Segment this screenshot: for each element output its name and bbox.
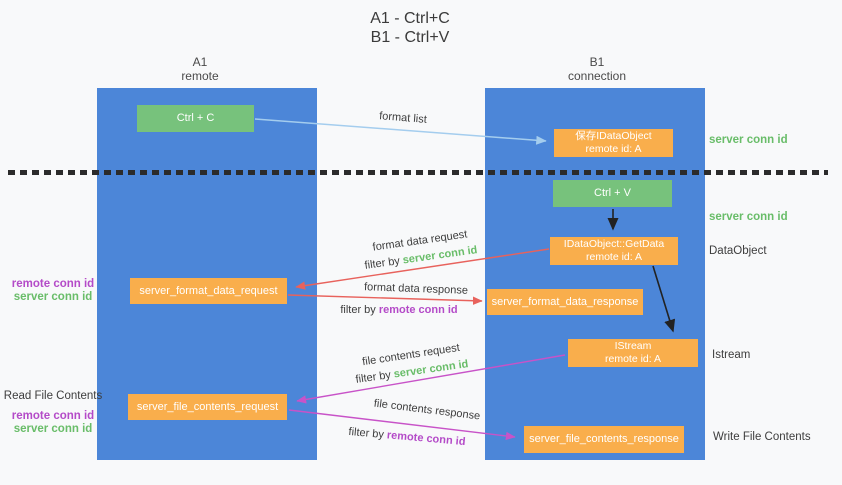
istream-line2: remote id: A (604, 353, 662, 365)
save-idataobject-line2: remote id: A (585, 143, 642, 155)
server-file-contents-response-label: server_file_contents_response (529, 433, 679, 445)
istream-side-label: Istream (712, 349, 751, 361)
format-list-arrow (254, 118, 547, 145)
node-server-file-contents-response: server_file_contents_response (524, 426, 684, 453)
server-format-data-request-label: server_format_data_request (139, 284, 278, 297)
file-contents-request-arrow (296, 354, 566, 404)
format-data-response-arrow (287, 294, 483, 305)
server-conn-id-right-top: server conn id (709, 134, 788, 146)
node-save-idataobject: 保存IDataObject remote id: A (554, 129, 673, 157)
server-conn-id-left-file: server conn id (13, 423, 93, 435)
server-file-contents-request-label: server_file_contents_request (136, 400, 279, 413)
node-server-file-contents-request: server_file_contents_request (128, 394, 287, 420)
remote-conn-id-key-1: remote conn id (378, 304, 458, 316)
save-idataobject-line1: 保存IDataObject (575, 130, 652, 142)
column-b1-subtitle: connection (567, 69, 627, 83)
format-conn-id-block: remote conn id server conn id (3, 278, 103, 304)
file-conn-id-block: remote conn id server conn id (3, 410, 103, 436)
dataobject-label: DataObject (709, 245, 767, 257)
remote-conn-id-left-format: remote conn id (11, 278, 95, 290)
server-conn-id-left-format: server conn id (13, 291, 93, 303)
file-contents-response-arrow (288, 409, 516, 441)
column-a1-subtitle: remote (181, 69, 219, 83)
node-ctrl-c: Ctrl + C (137, 105, 254, 132)
column-header-b1: B1 connection (537, 55, 657, 83)
ctrl-c-label: Ctrl + C (176, 112, 215, 124)
column-header-a1: A1 remote (140, 55, 260, 83)
ctrl-v-label: Ctrl + V (594, 187, 631, 199)
getdata-line1: IDataObject::GetData (563, 238, 665, 250)
server-format-data-response-label: server_format_data_response (491, 295, 639, 308)
title-line-2: B1 - Ctrl+V (370, 29, 450, 46)
node-server-format-data-response: server_format_data_response (487, 289, 643, 315)
node-istream: IStream remote id: A (568, 339, 698, 367)
read-file-contents-label: Read File Contents (3, 390, 103, 402)
write-file-contents-label: Write File Contents (713, 431, 811, 443)
server-conn-id-right-mid: server conn id (709, 211, 788, 223)
istream-line1: IStream (614, 340, 652, 352)
node-idataobject-getdata: IDataObject::GetData remote id: A (550, 237, 678, 265)
dashed-divider (8, 170, 828, 175)
getdata-line2: remote id: A (585, 251, 643, 263)
title-line-1: A1 - Ctrl+C (370, 10, 450, 27)
node-server-format-data-request: server_format_data_request (130, 278, 287, 304)
column-a1-name: A1 (192, 55, 208, 69)
remote-conn-id-left-file: remote conn id (11, 410, 95, 422)
format-data-request-arrow (295, 248, 550, 290)
getdata-to-istream-arrow (652, 265, 676, 333)
column-b1-name: B1 (589, 55, 605, 69)
node-ctrl-v: Ctrl + V (553, 180, 672, 207)
diagram-title: A1 - Ctrl+C B1 - Ctrl+V (310, 9, 510, 47)
filter-by-text-2: filter by (340, 304, 376, 316)
